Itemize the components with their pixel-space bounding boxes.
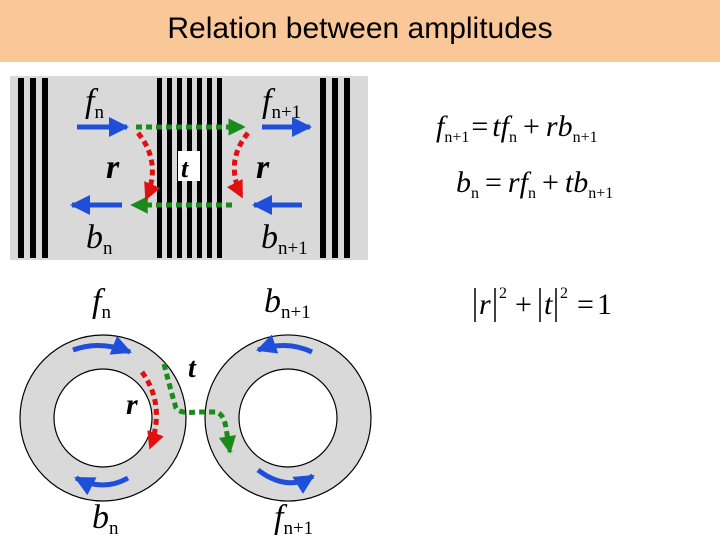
mirror-stripes-left [18,78,48,258]
t-label-box [178,151,200,181]
arrow-right-ring-top [256,334,314,355]
reflection-left [136,131,161,201]
coupled-rings-diagram: fn bn+1 bn fn+1 r t [19,283,372,539]
label-bn1-top: bn+1 [261,219,308,259]
equations: fn+1=tfn+rbn+1 bn=rfn+tbn+1 r 2 + t 2 = … [436,110,613,322]
label-r-right: r [256,149,270,186]
layered-mirror-diagram: t fn fn+1 bn bn+1 r r [10,76,368,260]
label-t-top: t [181,154,189,183]
slide-title: Relation between amplitudes [167,12,553,45]
label-r-left: r [106,149,120,186]
ring-reflection [139,370,164,450]
arrow-right-ring-bottom [256,467,315,494]
right-ring [204,334,372,502]
eq3-exp-r: 2 [499,285,507,302]
eq3-r: r [479,288,491,321]
label-t-rings: t [188,353,197,384]
eq3-one: 1 [597,288,612,321]
equation-fn1: fn+1=tfn+rbn+1 [436,110,598,146]
title-bar [0,0,720,62]
eq3-equals: = [577,288,594,321]
label-r-rings: r [126,388,138,421]
arrow-left-ring-top [72,336,132,355]
mirror-stripes-right [320,78,350,258]
arrow-left-ring-bottom [74,475,130,496]
eq3-plus: + [515,288,532,321]
label-bn1-bottom: bn+1 [264,283,311,323]
equation-bn: bn=rfn+tbn+1 [456,166,613,202]
eq3-exp-t: 2 [560,285,568,302]
label-fn1-bottom: fn+1 [274,499,313,539]
label-bn-bottom: bn [92,499,119,539]
reflection-right [227,131,250,199]
eq3-t: t [544,288,553,321]
label-bn-top: bn [86,219,113,259]
label-fn-bottom: fn [92,283,111,323]
left-ring [19,334,187,502]
equation-energy-conservation: r 2 + t 2 = 1 [474,285,612,322]
